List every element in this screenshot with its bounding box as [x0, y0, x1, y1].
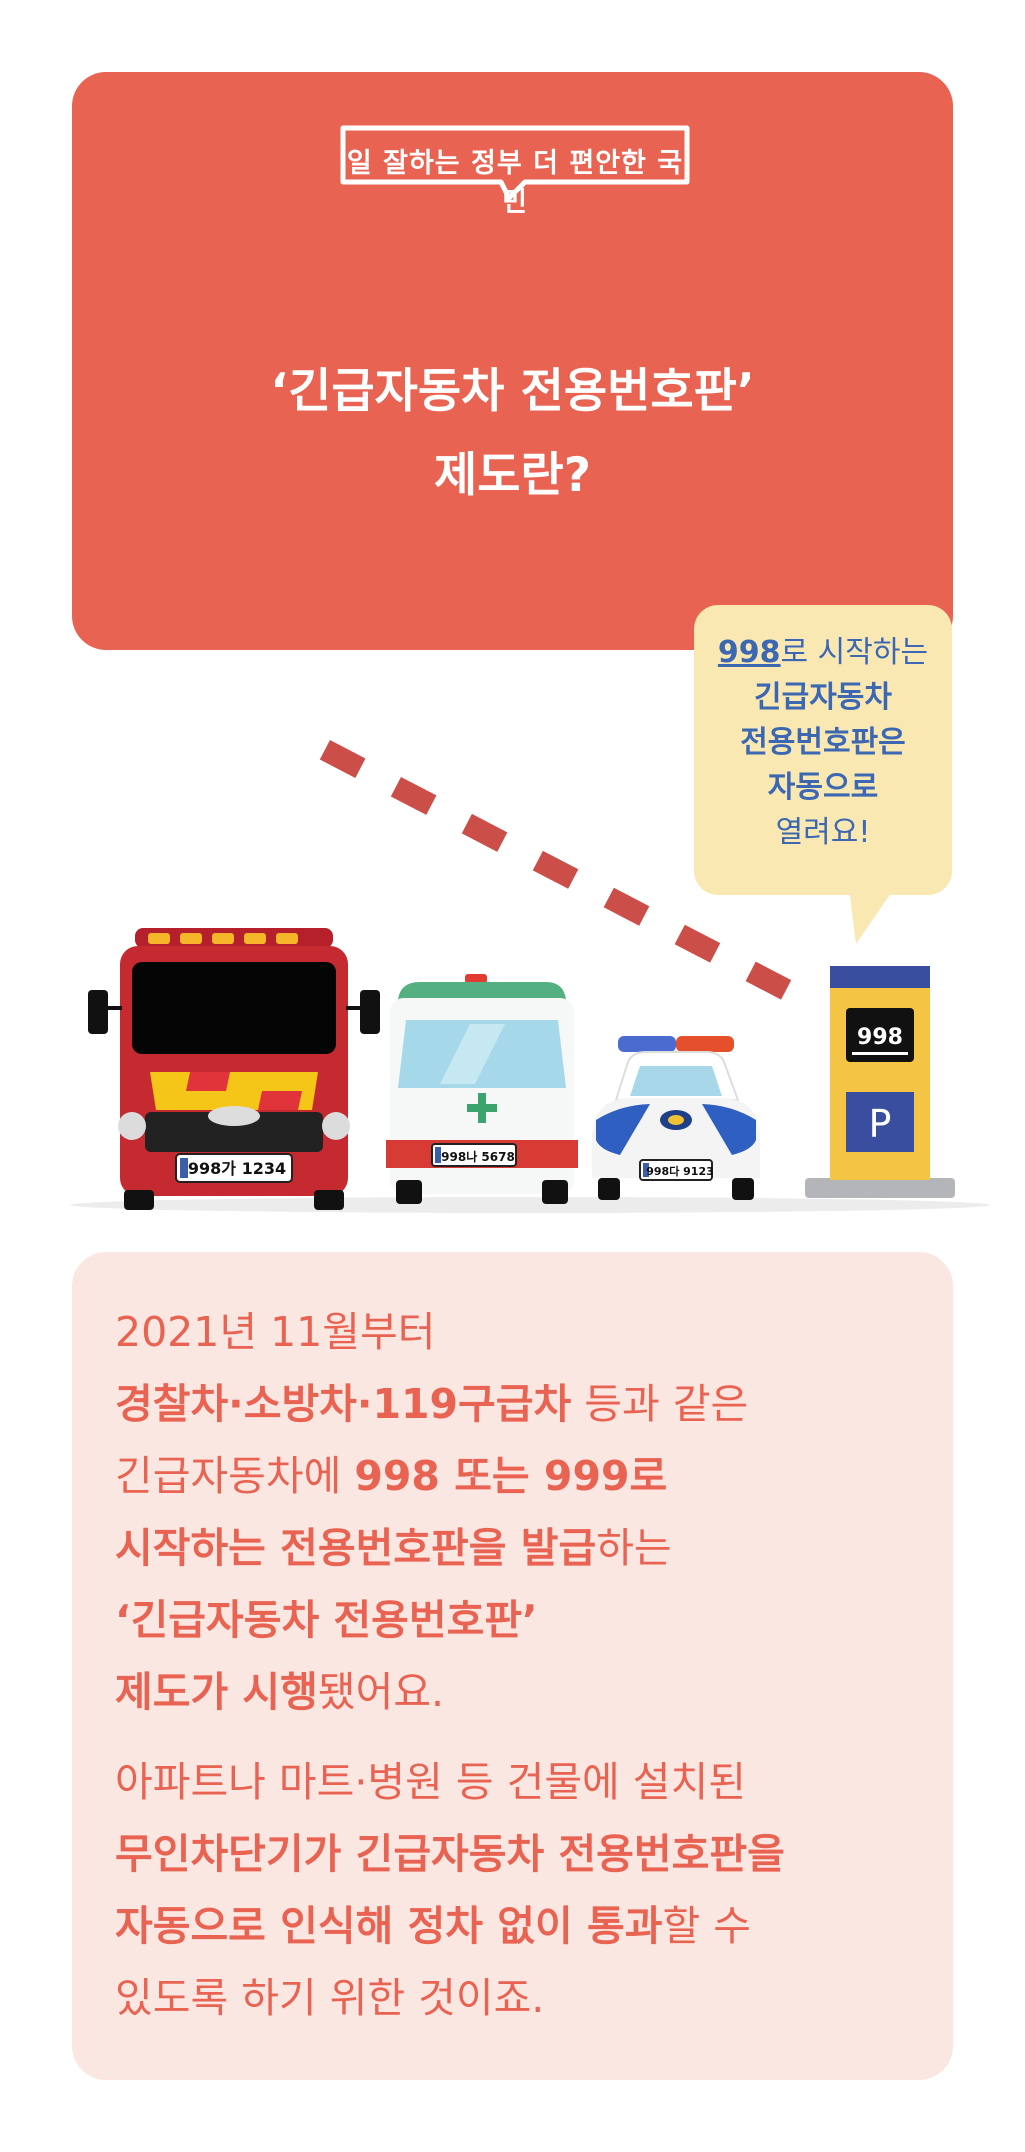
- fire-truck: 998가 1234: [88, 928, 380, 1210]
- p1-line6-emphasis: 제도가 시행: [115, 1668, 318, 1716]
- callout-text: 998로 시작하는 긴급자동차 전용번호판은 자동으로 열려요!: [694, 630, 952, 855]
- badge-text: 일 잘하는 정부 더 편안한 국민: [346, 148, 684, 218]
- p2-line3-rest: 할 수: [662, 1902, 751, 1950]
- p1-line6-rest: 됐어요.: [317, 1668, 445, 1716]
- p2-line3-emphasis: 자동으로 인식해 정차 없이 통과: [115, 1902, 663, 1950]
- police-car-plate: 998다 9123: [646, 1164, 714, 1178]
- paragraph-1: 2021년 11월부터 경찰차·소방차·119구급차 등과 같은 긴급자동차에 …: [115, 1296, 935, 1728]
- callout-line5: 열려요!: [775, 815, 871, 850]
- paragraph-2: 아파트나 마트·병원 등 건물에 설치된 무인차단기가 긴급자동차 전용번호판을…: [115, 1746, 935, 2034]
- callout-line2: 긴급자동차: [754, 680, 892, 715]
- fire-truck-plate: 998가 1234: [188, 1159, 286, 1178]
- p1-line3-emphasis: 998 또는 999로: [354, 1452, 668, 1500]
- parking-p-icon: P: [869, 1102, 892, 1146]
- p1-line4-emphasis: 시작하는 전용번호판을 발급: [115, 1524, 597, 1572]
- barrier-arm: [319, 740, 827, 1019]
- p2-line1: 아파트나 마트·병원 등 건물에 설치된: [115, 1758, 746, 1806]
- ambulance: 998나 5678: [386, 974, 578, 1204]
- p1-line2-rest: 등과 같은: [571, 1380, 749, 1428]
- callout-tail-icon: [848, 880, 900, 944]
- speech-bubble-badge: 일 잘하는 정부 더 편안한 국민: [339, 124, 691, 218]
- vehicles-illustration: 998가 1234 998나 5678 998다 9123: [70, 740, 990, 1213]
- header-card: [72, 72, 953, 650]
- callout-line3: 전용번호판은: [740, 725, 906, 760]
- p2-line4: 있도록 하기 위한 것이죠.: [115, 1974, 545, 2022]
- page-title-line1: ‘긴급자동차 전용번호판’: [270, 364, 755, 419]
- gate-display-text: 998: [857, 1025, 903, 1050]
- explanation-card: [72, 1252, 953, 2080]
- callout-bubble: [694, 605, 952, 895]
- p1-line4-rest: 하는: [596, 1524, 672, 1572]
- p2-line2-emphasis: 무인차단기가 긴급자동차 전용번호판을: [115, 1830, 785, 1878]
- page-title-line2: 제도란?: [434, 448, 591, 503]
- p1-line1: 2021년 11월부터: [115, 1308, 436, 1356]
- callout-line1: 로 시작하는: [780, 635, 929, 670]
- police-car: 998다 9123: [592, 1036, 760, 1200]
- ambulance-plate: 998나 5678: [441, 1149, 515, 1164]
- p1-line5-emphasis: ‘긴급자동차 전용번호판’: [115, 1596, 538, 1644]
- parking-gate: 998 P: [805, 966, 955, 1198]
- page-title: ‘긴급자동차 전용번호판’ 제도란?: [72, 350, 953, 518]
- speech-bubble-icon: [340, 125, 690, 201]
- p1-line2-emphasis: 경찰차·소방차·119구급차: [115, 1380, 572, 1428]
- callout-number: 998: [717, 635, 781, 670]
- p1-line3-pre: 긴급자동차에: [115, 1452, 355, 1500]
- callout-line4: 자동으로: [767, 770, 879, 805]
